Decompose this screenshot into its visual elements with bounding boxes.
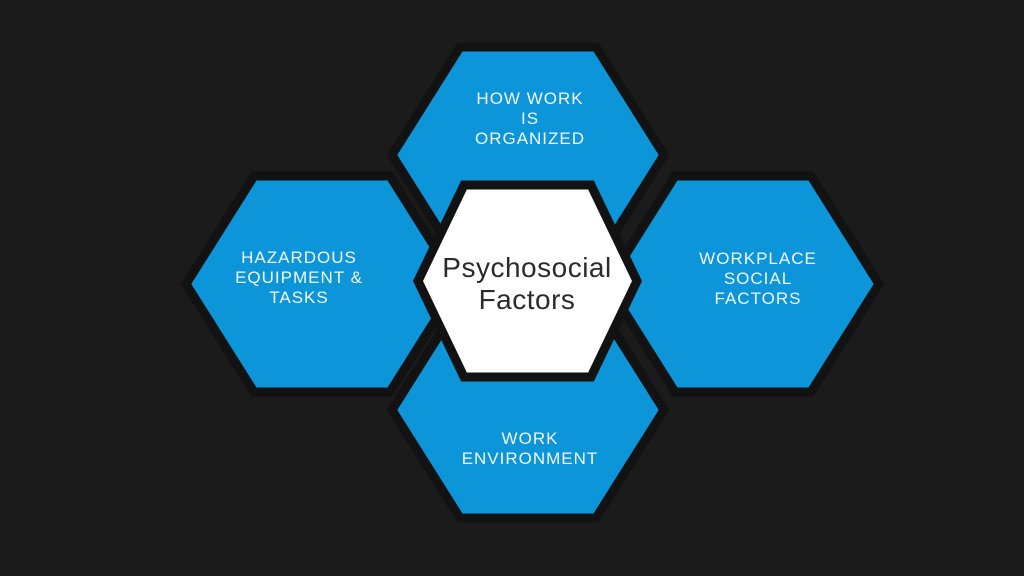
hexagon-right (601, 171, 885, 397)
label-line: TASKS (269, 288, 329, 307)
label-line: ENVIRONMENT (461, 449, 599, 468)
hexagon-left-label: HAZARDOUS EQUIPMENT & TASKS (235, 248, 363, 308)
center-hexagon-label: Psychosocial Factors (442, 252, 611, 316)
hexagon-bottom-label: WORK ENVIRONMENT (462, 429, 599, 469)
hexagon-right-label: WORKPLACE SOCIAL FACTORS (699, 249, 817, 309)
label-line: Psychosocial (442, 252, 612, 283)
label-line: WORKPLACE (699, 249, 817, 268)
label-line: FACTORS (714, 289, 802, 308)
label-line: Factors (478, 284, 576, 315)
label-line: SOCIAL (723, 269, 793, 288)
label-line: HOW WORK (476, 89, 584, 108)
label-line: IS (520, 109, 540, 128)
hexagon-center (413, 180, 642, 382)
label-line: HAZARDOUS (241, 248, 357, 267)
label-line: EQUIPMENT & (235, 268, 363, 287)
hexagon-top-label: HOW WORK IS ORGANIZED (475, 89, 585, 149)
label-line: WORK (501, 429, 559, 448)
label-line: ORGANIZED (474, 129, 586, 148)
